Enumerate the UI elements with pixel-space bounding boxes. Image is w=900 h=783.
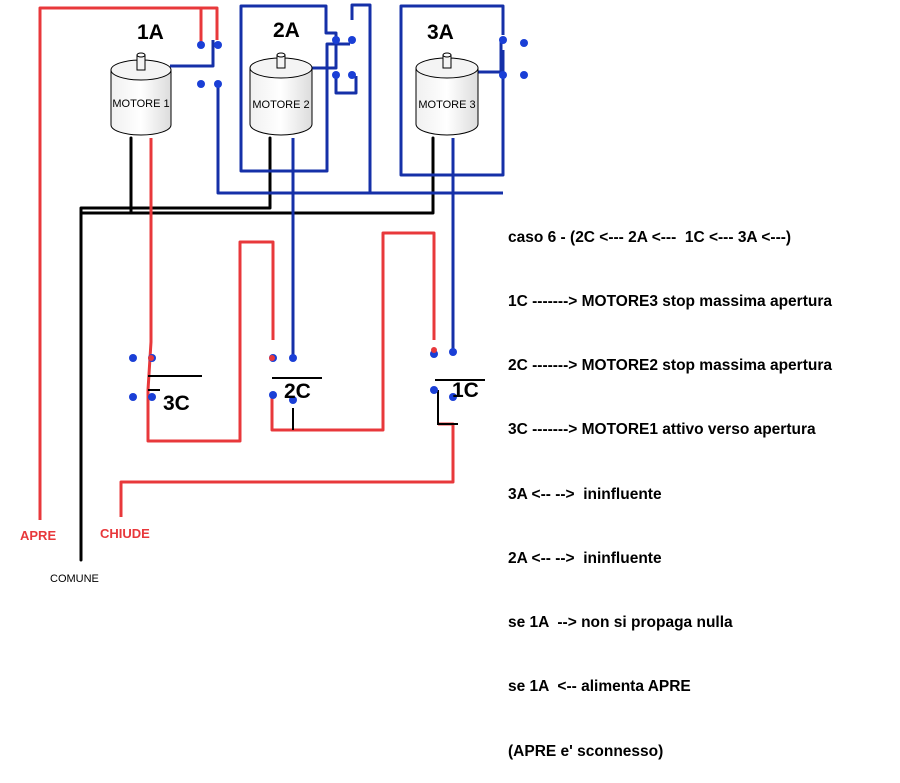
common-wire [79, 136, 435, 562]
case-notes: caso 6 - (2C <--- 2A <--- 1C <--- 3A <--… [508, 184, 832, 783]
relay-2a-label: 2A [273, 19, 300, 42]
note-line: se 1A --> non si propaga nulla [508, 614, 733, 632]
note-line: 2C -------> MOTORE2 stop massima apertur… [508, 357, 832, 375]
note-line: 3C -------> MOTORE1 attivo verso apertur… [508, 421, 816, 439]
motor-1: MOTORE 1 [110, 52, 172, 136]
chiude-label: CHIUDE [100, 526, 150, 541]
chiude-wire [119, 422, 455, 517]
switch-3c [148, 375, 202, 391]
switch-1c [435, 379, 485, 425]
apre-wire [38, 6, 219, 520]
note-line: caso 6 - (2C <--- 2A <--- 1C <--- 3A <--… [508, 228, 792, 246]
motor1-red-feed [146, 138, 436, 443]
switch-2c [272, 377, 322, 430]
red-contact-dots [148, 347, 437, 361]
motor-2-label: MOTORE 2 [252, 99, 309, 111]
switch-2c-label: 2C [284, 380, 311, 403]
switch-3c-label: 3C [163, 392, 190, 415]
relay-3a-label: 3A [427, 21, 454, 44]
note-line: 1C -------> MOTORE3 stop massima apertur… [508, 293, 832, 311]
note-line: 3A <-- --> ininfluente [508, 485, 662, 503]
note-line: 2A <-- --> ininfluente [508, 549, 662, 567]
switch-1c-label: 1C [452, 379, 479, 402]
relay-1a-label: 1A [137, 21, 164, 44]
motor-2: MOTORE 2 [249, 52, 313, 136]
motor-1-label: MOTORE 1 [112, 98, 169, 110]
blue-wires [170, 3, 505, 355]
comune-label: COMUNE [50, 573, 99, 585]
wiring-diagram: MOTORE 1 MOTORE 2 MOTORE 3 1A 2A 3A 3C 2… [20, 3, 528, 585]
motor-3: MOTORE 3 [415, 52, 479, 136]
apre-label: APRE [20, 528, 56, 543]
note-line: (APRE e' sconnesso) [508, 742, 664, 760]
note-line: se 1A <-- alimenta APRE [508, 678, 691, 696]
motor-3-label: MOTORE 3 [418, 99, 475, 111]
